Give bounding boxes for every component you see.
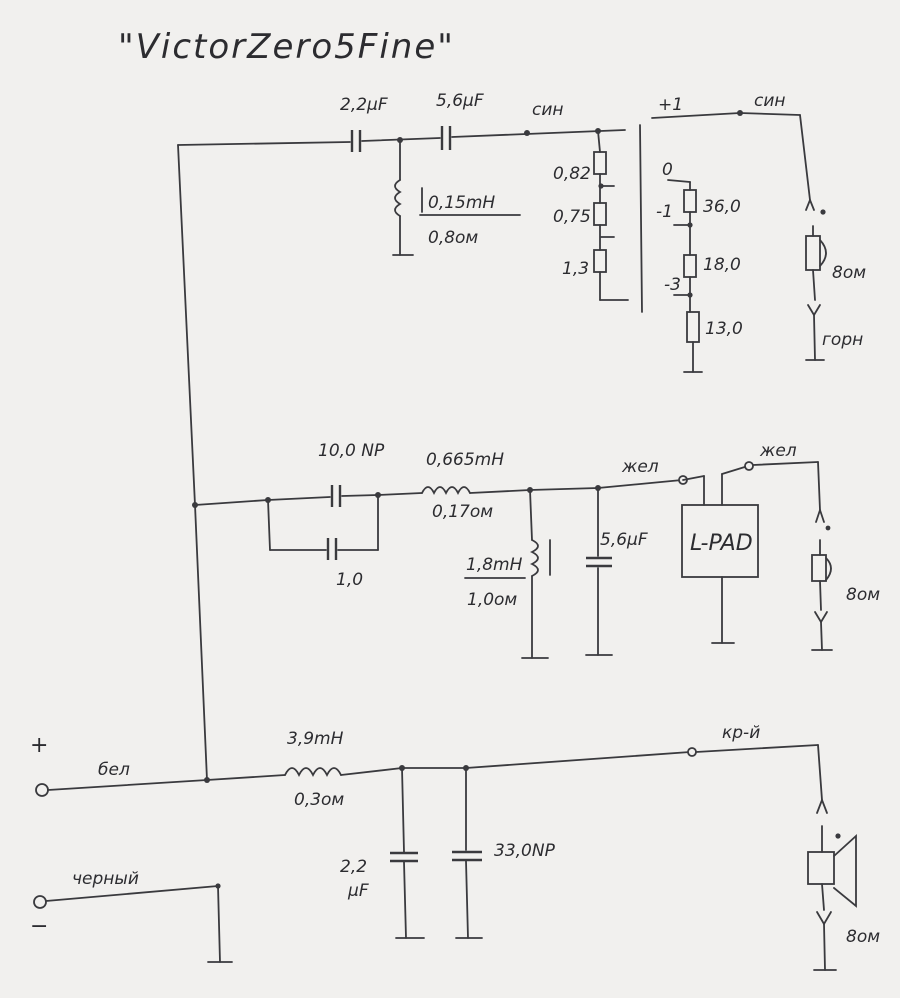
level-minus-one: -1	[656, 202, 673, 222]
input-positive-color: бел	[98, 760, 130, 780]
main-bus-upper	[177, 144, 196, 506]
resistor-rb	[683, 254, 697, 278]
horn-impedance: 8ом	[832, 263, 866, 283]
bass-terminal	[687, 747, 697, 757]
horn-speaker	[805, 235, 821, 271]
tweeter-c2-label: 5,6µF	[436, 91, 484, 111]
l-pad-box	[681, 504, 759, 578]
resistor-ra	[683, 189, 697, 213]
bass-cap1-value: 2,2	[340, 857, 367, 877]
bass-out-color: кр-й	[722, 723, 760, 743]
tweeter-wire-color: син	[532, 100, 564, 120]
mid-cap3-label: 5,6µF	[600, 530, 648, 550]
resistor-r2	[593, 202, 607, 226]
tweeter-coil-label: 0,15mH	[428, 193, 495, 213]
schematic-title: "VictorZero5Fine"	[118, 27, 455, 67]
level-minus-three: -3	[664, 275, 681, 295]
resistor-rb-value: 18,0	[703, 255, 741, 275]
plus-sign: +	[30, 733, 48, 758]
resistor-rc	[686, 311, 700, 343]
bass-cap1-unit: µF	[347, 881, 369, 901]
mid-shunt-coil	[529, 539, 539, 577]
tweeter-out-color: син	[754, 91, 786, 111]
mid-cap2-label: 1,0	[336, 570, 363, 590]
resistor-rc-value: 13,0	[705, 319, 743, 339]
tweeter-c1-label: 2,2µF	[340, 95, 388, 115]
resistor-r3	[593, 249, 607, 273]
minus-sign: −	[30, 914, 48, 939]
l-pad-label: L-PAD	[690, 531, 753, 556]
level-zero: 0	[662, 160, 673, 180]
mid-section: 10,0 NP 1,0 0,665mH 0,17ом жел 1,8mH 1,0…	[194, 441, 880, 659]
input-positive-terminal	[35, 783, 49, 797]
resistor-r1	[593, 151, 607, 175]
mid-coil2-label: 1,8mH	[466, 555, 523, 575]
mid-color-2: жел	[759, 441, 797, 461]
bass-cap2-label: 33,0NP	[494, 841, 556, 861]
bass-coil-resistance: 0,3ом	[294, 790, 344, 810]
input-negative-color: черный	[72, 869, 139, 889]
resistor-ra-value: 36,0	[703, 197, 741, 217]
tweeter-section: 2,2µF 5,6µF син 0,15mH 0,8ом 0,82 0,75 1…	[177, 91, 866, 373]
bass-series-coil	[284, 767, 342, 778]
woofer-impedance: 8ом	[846, 927, 880, 947]
bass-coil-label: 3,9mH	[287, 729, 344, 749]
mid-coil2-resistance: 1,0ом	[467, 590, 517, 610]
horn-type: горн	[822, 330, 863, 350]
mid-speaker	[811, 554, 827, 582]
main-bus-lower	[194, 504, 208, 781]
mid-color-1: жел	[621, 457, 659, 477]
mid-series-coil	[421, 486, 471, 496]
mid-terminal	[744, 461, 754, 471]
input-negative-terminal	[33, 895, 47, 909]
resistor-r1-value: 0,82	[553, 164, 591, 184]
level-selector-bar	[639, 124, 643, 313]
level-plus-one: +1	[658, 95, 683, 115]
bass-section: + бел 3,9mH 0,3ом кр-й 2,2 µF 33,0NP −	[30, 723, 880, 971]
mid-coil-resistance: 0,17ом	[432, 502, 493, 522]
tweeter-coil-resistance: 0,8ом	[428, 228, 478, 248]
junction-dot	[524, 130, 530, 136]
tweeter-shunt-coil	[394, 179, 402, 217]
woofer-speaker	[807, 851, 835, 885]
resistor-r2-value: 0,75	[553, 207, 591, 227]
resistor-r3-value: 1,3	[562, 259, 589, 279]
tweeter-feed-wire	[177, 141, 351, 146]
mid-speaker-impedance: 8ом	[846, 585, 880, 605]
mid-cap-np-label: 10,0 NP	[318, 441, 385, 461]
mid-coil-label: 0,665mH	[426, 450, 504, 470]
